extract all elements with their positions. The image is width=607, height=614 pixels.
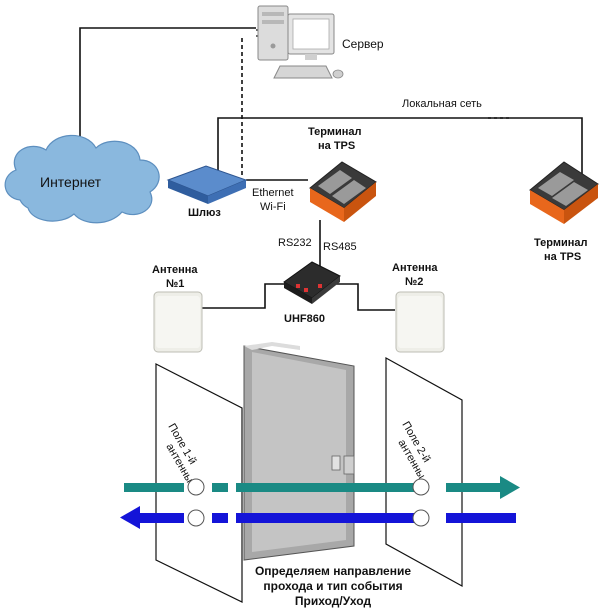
caption-line1: Определяем направление (255, 564, 411, 578)
arrow-inbound (124, 476, 520, 499)
router-icon (166, 165, 248, 204)
panel-antenna-2-icon (395, 291, 445, 353)
gateway-label: Шлюз (188, 207, 221, 219)
local-network-label: Локальная сеть (402, 98, 482, 110)
terminal-right-label-line2: на TPS (544, 251, 581, 263)
uhf-reader-icon (283, 261, 341, 304)
antenna2-label-line2: №2 (405, 276, 423, 288)
tps-terminal-right-icon (529, 161, 599, 224)
door-icon (243, 342, 355, 561)
terminal-right-label-line1: Терминал (534, 237, 588, 249)
terminal-main-label-line2: на TPS (318, 140, 355, 152)
ethernet-label: Ethernet (252, 187, 294, 199)
internet-label: Интернет (40, 174, 102, 190)
desktop-computer-icon (257, 5, 344, 79)
line-internet-server (79, 27, 256, 152)
antenna2-label-line1: Антенна (392, 262, 438, 274)
caption-line3: Приход/Уход (295, 594, 372, 608)
tps-terminal-icon (309, 161, 377, 222)
line-local-network (217, 117, 583, 175)
line-antenna1-reader (200, 283, 290, 309)
terminal-main-label-line1: Терминал (308, 126, 362, 138)
rs485-label: RS485 (323, 241, 357, 253)
panel-antenna-icon (153, 291, 203, 353)
antenna2-field (385, 356, 463, 588)
arrow-outbound (120, 506, 516, 529)
caption-line2: прохода и тип события (263, 579, 402, 593)
rs232-label: RS232 (278, 237, 312, 249)
reader-label: UHF860 (284, 313, 325, 325)
connection-lines (79, 27, 583, 311)
line-antenna2-reader (334, 283, 395, 311)
cloud-icon (4, 134, 160, 224)
antenna1-label-line2: №1 (166, 278, 184, 290)
antenna1-label-line1: Антенна (152, 264, 198, 276)
wifi-label: Wi-Fi (260, 201, 286, 213)
server-label: Сервер (342, 37, 384, 51)
